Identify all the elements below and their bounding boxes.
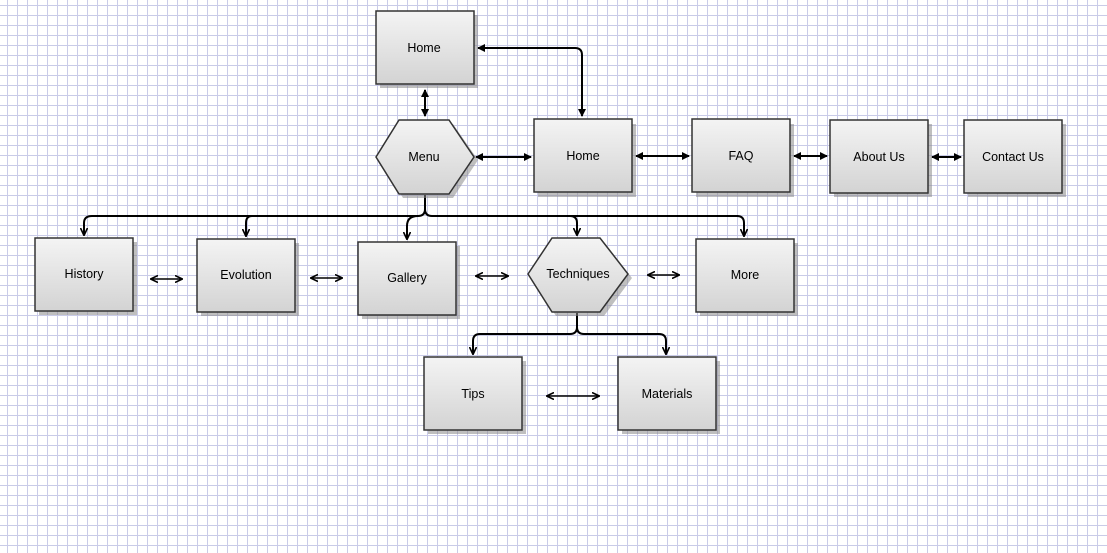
connector-techniques-tree — [473, 313, 578, 354]
node-gallery[interactable]: Gallery — [357, 241, 460, 319]
node-home[interactable]: Home — [533, 118, 636, 197]
node-more-label: More — [731, 268, 760, 282]
connectors — [84, 44, 962, 396]
node-about-us-label: About Us — [853, 150, 904, 164]
connector-menu-gallery — [407, 215, 419, 239]
node-gallery-label: Gallery — [387, 271, 427, 285]
node-contact-us[interactable]: Contact Us — [963, 119, 1066, 197]
node-home-top-label: Home — [407, 41, 440, 55]
node-more[interactable]: More — [695, 238, 798, 316]
node-evolution[interactable]: Evolution — [196, 238, 299, 316]
node-contact-us-label: Contact Us — [982, 150, 1044, 164]
connector-menu-tree — [84, 195, 426, 235]
connector-menu-right — [424, 208, 744, 236]
node-menu[interactable]: Menu — [375, 119, 478, 198]
nodes: Home Menu Home FAQ About Us — [34, 10, 1066, 434]
node-techniques[interactable]: Techniques — [527, 237, 632, 316]
node-history[interactable]: History — [34, 237, 137, 315]
connector-hometop-home — [477, 44, 586, 117]
node-home-top[interactable]: Home — [375, 10, 478, 88]
node-techniques-label: Techniques — [546, 267, 609, 281]
node-faq[interactable]: FAQ — [691, 118, 794, 197]
node-home-label: Home — [566, 149, 599, 163]
connector-menu-techniques — [569, 215, 577, 235]
node-history-label: History — [65, 267, 105, 281]
node-materials-label: Materials — [642, 387, 693, 401]
node-evolution-label: Evolution — [220, 268, 271, 282]
connector-menu-evolution — [246, 215, 253, 236]
node-menu-label: Menu — [408, 150, 439, 164]
node-faq-label: FAQ — [728, 149, 753, 163]
node-materials[interactable]: Materials — [617, 356, 720, 434]
node-tips[interactable]: Tips — [423, 356, 526, 434]
node-about-us[interactable]: About Us — [829, 119, 932, 197]
connector-techniques-materials — [576, 326, 666, 354]
node-tips-label: Tips — [461, 387, 484, 401]
